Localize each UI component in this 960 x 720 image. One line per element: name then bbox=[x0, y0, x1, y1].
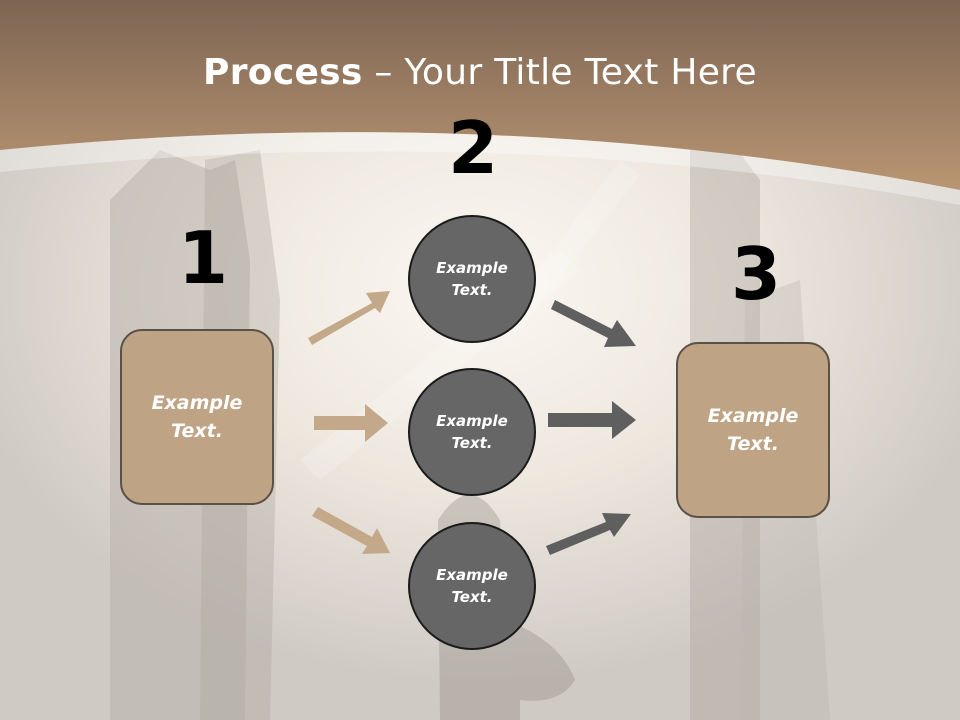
step-1-text-line1: Example bbox=[151, 391, 243, 414]
step-number-3: 3 bbox=[731, 232, 782, 316]
step-3-box: Example Text. bbox=[676, 342, 830, 518]
title-rest: – Your Title Text Here bbox=[362, 52, 757, 93]
arrow-from-circle-3 bbox=[546, 513, 631, 555]
circle-1-text-line2: Text. bbox=[451, 281, 493, 299]
title-bold: Process bbox=[203, 52, 363, 93]
step-3-text-line1: Example bbox=[707, 404, 799, 427]
step-3-text-line2: Text. bbox=[727, 433, 779, 455]
step-1-box: Example Text. bbox=[120, 329, 274, 505]
circle-2-text-line1: Example bbox=[436, 411, 508, 430]
circle-3-text-line2: Text. bbox=[451, 588, 493, 606]
arrow-to-circle-3 bbox=[312, 507, 390, 554]
circle-2-text-line2: Text. bbox=[451, 434, 493, 452]
arrow-to-circle-1 bbox=[308, 291, 390, 345]
arrow-from-circle-2 bbox=[548, 401, 636, 439]
step-1-text-line2: Text. bbox=[171, 420, 223, 442]
arrow-to-circle-2 bbox=[314, 404, 388, 442]
step-number-2: 2 bbox=[448, 106, 499, 190]
step-number-1: 1 bbox=[178, 216, 229, 300]
step-2-circle-2: Example Text. bbox=[408, 368, 536, 496]
circle-3-text-line1: Example bbox=[436, 565, 508, 584]
slide-title: Process – Your Title Text Here bbox=[0, 52, 960, 93]
circle-1-text-line1: Example bbox=[436, 258, 508, 277]
step-2-circle-1: Example Text. bbox=[408, 215, 536, 343]
arrow-from-circle-1 bbox=[551, 300, 636, 347]
step-2-circle-3: Example Text. bbox=[408, 522, 536, 650]
